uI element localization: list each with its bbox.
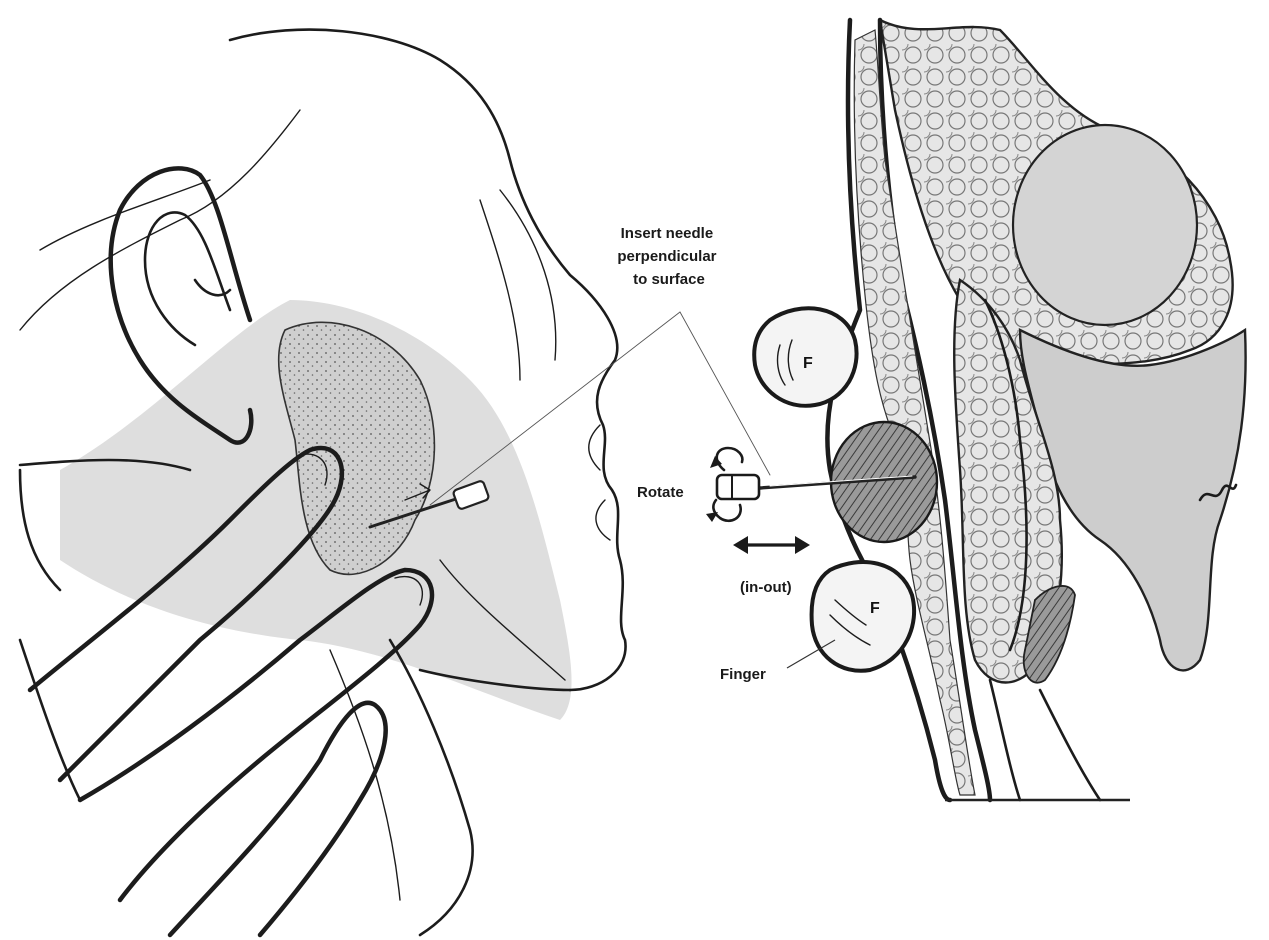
ring-finger (170, 703, 386, 935)
in-out-label: (in-out) (740, 579, 792, 596)
needle-instruction-line-3: to surface (633, 271, 705, 288)
left-panel-face-illustration (20, 30, 626, 935)
deep-layer-bottom (990, 680, 1100, 800)
rotate-arrow-bottom (713, 500, 740, 521)
palm-edge (20, 640, 80, 800)
finger-label: Finger (720, 666, 766, 683)
ear-inner (145, 212, 230, 345)
rotate-arrow-top (717, 448, 743, 470)
rotate-arrowhead-bottom (706, 512, 718, 522)
hairline (20, 110, 300, 330)
rotate-label: Rotate (637, 484, 684, 501)
syringe-hub (717, 475, 759, 499)
needle-instruction-line-2: perpendicular (617, 248, 716, 265)
right-panel-cross-section (706, 20, 1246, 800)
cheek-contour (480, 190, 556, 380)
finger-bottom-marker: F (870, 600, 880, 617)
needle-instruction-line-1: Insert needle (621, 225, 714, 242)
in-out-arrowhead-right (795, 536, 810, 554)
finger-top-marker: F (803, 355, 813, 372)
maxillary-sinus (1013, 125, 1197, 325)
finger-bottom-circle (812, 562, 915, 671)
needle-instruction-label: Insert needle perpendicular to surface (617, 225, 720, 288)
in-out-arrowhead-left (733, 536, 748, 554)
